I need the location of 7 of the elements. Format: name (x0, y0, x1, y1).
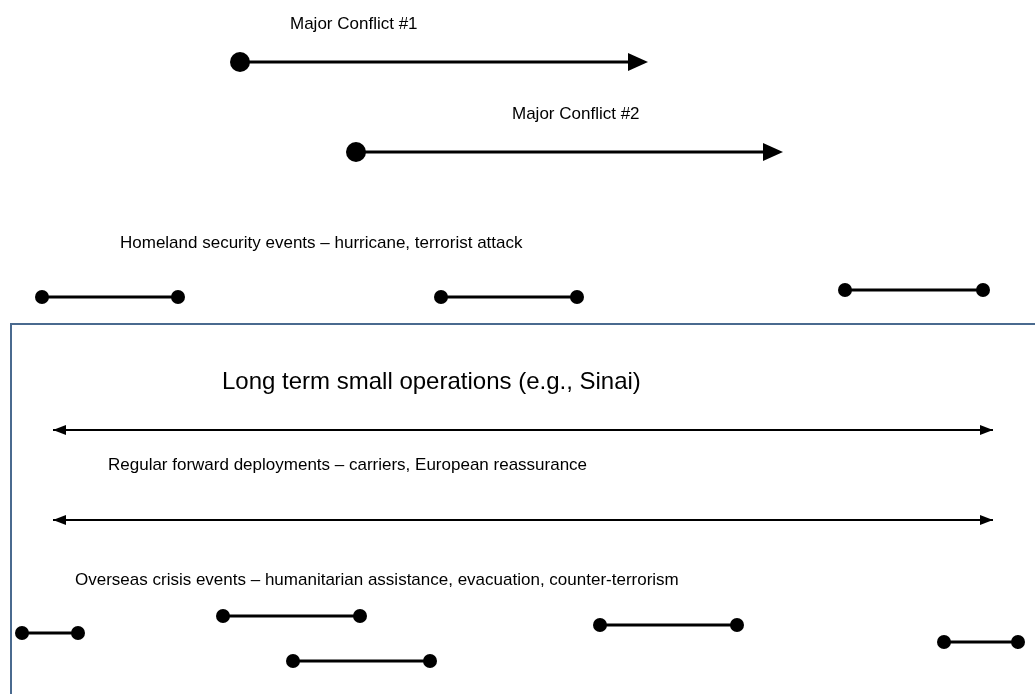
timeline-label: Regular forward deployments – carriers, European reassurance (108, 455, 588, 476)
timeline-label: Major Conflict #1 (290, 14, 418, 35)
heading-label: Long term small operations (e.g., Sinai) (222, 367, 641, 396)
timeline-label: Overseas crisis events – humanitarian assistance, evacuation, counter-terrorism (75, 570, 679, 591)
operations-frame (10, 323, 1035, 694)
timeline-label: Major Conflict #2 (512, 104, 640, 125)
timeline-label: Homeland security events – hurricane, terrorist attack (120, 233, 523, 254)
